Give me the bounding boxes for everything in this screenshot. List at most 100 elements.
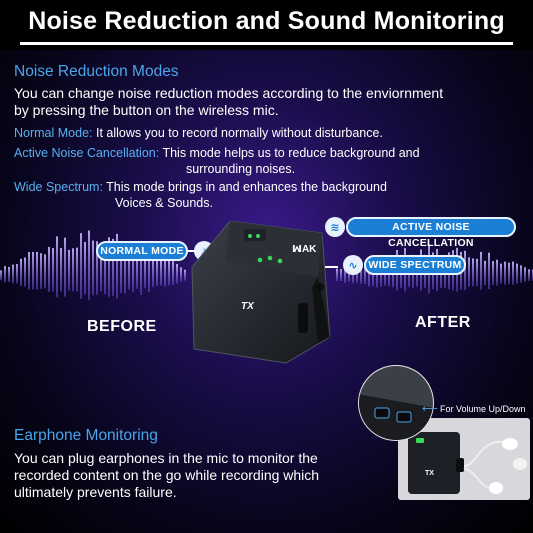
earphone-heading: Earphone Monitoring [14,427,158,444]
page-title: Noise Reduction and Sound Monitoring [28,7,505,35]
wave-bar [4,266,6,283]
wave-bar [128,251,130,290]
noise-intro-line-1: You can change noise reduction modes acc… [14,85,444,101]
wave-bar [40,253,42,289]
wide-wave-icon: ∿ [343,255,363,275]
wave-bar [100,248,102,292]
wave-bar [168,259,170,286]
wave-bar [528,269,530,281]
wave-bar [120,244,122,294]
wave-bar [160,259,162,286]
wave-bar [132,247,134,292]
wave-bar [468,257,470,287]
mode-normal-desc: It allows you to record normally without… [95,126,383,140]
wave-bar [48,247,50,292]
mode-anc-desc-2: surrounding noises. [186,162,296,176]
wave-bar [176,263,178,284]
mode-normal: Normal Mode: It allows you to record nor… [14,125,383,141]
wave-bar [344,265,346,283]
wave-bar [520,265,522,283]
earphone-illustration [408,432,527,494]
wave-bar [124,243,126,294]
wave-bar [496,259,498,286]
wave-bar [108,237,110,297]
photo-device-model: TX [425,470,434,477]
mode-normal-name: Normal Mode: [14,126,93,140]
wave-bar [476,258,478,287]
wave-bar [52,248,54,292]
mode-anc: Active Noise Cancellation: This mode hel… [14,145,420,161]
wave-bar [88,230,90,301]
wave-bar [336,268,338,282]
wave-bar [184,269,186,281]
after-label: AFTER [415,314,471,331]
wave-bar [500,263,502,284]
earphone-text-line-2: recorded content on the go while recordi… [14,467,320,483]
wave-bar [80,233,82,299]
wave-bar [20,258,22,287]
wave-bar [492,261,494,285]
mode-wide-desc-1: This mode brings in and enhances the bac… [106,180,387,194]
normal-mode-label: NORMAL MODE [96,241,188,261]
wave-bar [12,264,14,284]
wave-bar [36,251,38,290]
device-model: TX [241,301,254,312]
wave-bar [348,267,350,282]
wave-bar [512,261,514,285]
noise-heading: Noise Reduction Modes [14,63,179,80]
earphone-text-line-3: ultimately prevents failure. [14,484,177,500]
wave-bar [484,260,486,286]
wave-bar [508,262,510,285]
wave-bar [148,246,150,293]
wave-bar [24,257,26,287]
wave-bar [76,247,78,292]
wave-bar [116,233,118,299]
wave-bar [164,257,166,287]
noise-intro-line-2: by pressing the button on the wireless m… [14,102,279,118]
wave-bar [464,250,466,291]
before-label: BEFORE [87,318,157,335]
wave-bar [64,237,66,297]
title-bar: Noise Reduction and Sound Monitoring [0,0,533,50]
mode-anc-desc-1: This mode helps us to reduce background … [162,146,420,160]
wave-bar [156,258,158,287]
wave-bar [140,241,142,295]
active-noise-cancellation-label: ACTIVE NOISE CANCELLATION [346,217,516,249]
wave-bar [144,254,146,289]
wave-bar [112,238,114,297]
wave-bar [68,249,70,291]
mode-wide: Wide Spectrum: This mode brings in and e… [14,179,387,195]
earphone-text-line-1: You can plug earphones in the mic to mon… [14,450,318,466]
normal-leader [186,250,198,252]
wave-bar [44,254,46,289]
wave-bar [32,251,34,290]
wave-bar [56,236,58,298]
wave-bar [360,263,362,284]
wave-bar [488,252,490,290]
wide-spectrum-label: WIDE SPECTRUM [364,255,466,275]
mode-wide-name: Wide Spectrum: [14,180,103,194]
wave-bar [524,267,526,282]
wave-bar [28,252,30,290]
zoomed-volume-buttons [358,365,434,441]
wave-bar [8,266,10,283]
wave-bar [60,248,62,292]
wave-bar [104,242,106,295]
wave-bar [516,263,518,284]
wave-bar [16,264,18,284]
arrow-left-icon: ⟵ [422,403,438,415]
brand-logo: ꟽAK [292,244,317,255]
title-underline [20,42,513,45]
wave-bar [472,258,474,287]
wave-bar [364,262,366,285]
wave-bar [480,251,482,290]
sound-wave-icon: ≋ [325,217,345,237]
wave-bar [84,241,86,295]
volume-label: For Volume Up/Down [440,404,526,414]
wave-bar [340,269,342,281]
wave-bar [356,265,358,283]
wave-bar [172,261,174,285]
wave-bar [96,241,98,295]
mode-anc-name: Active Noise Cancellation: [14,146,160,160]
